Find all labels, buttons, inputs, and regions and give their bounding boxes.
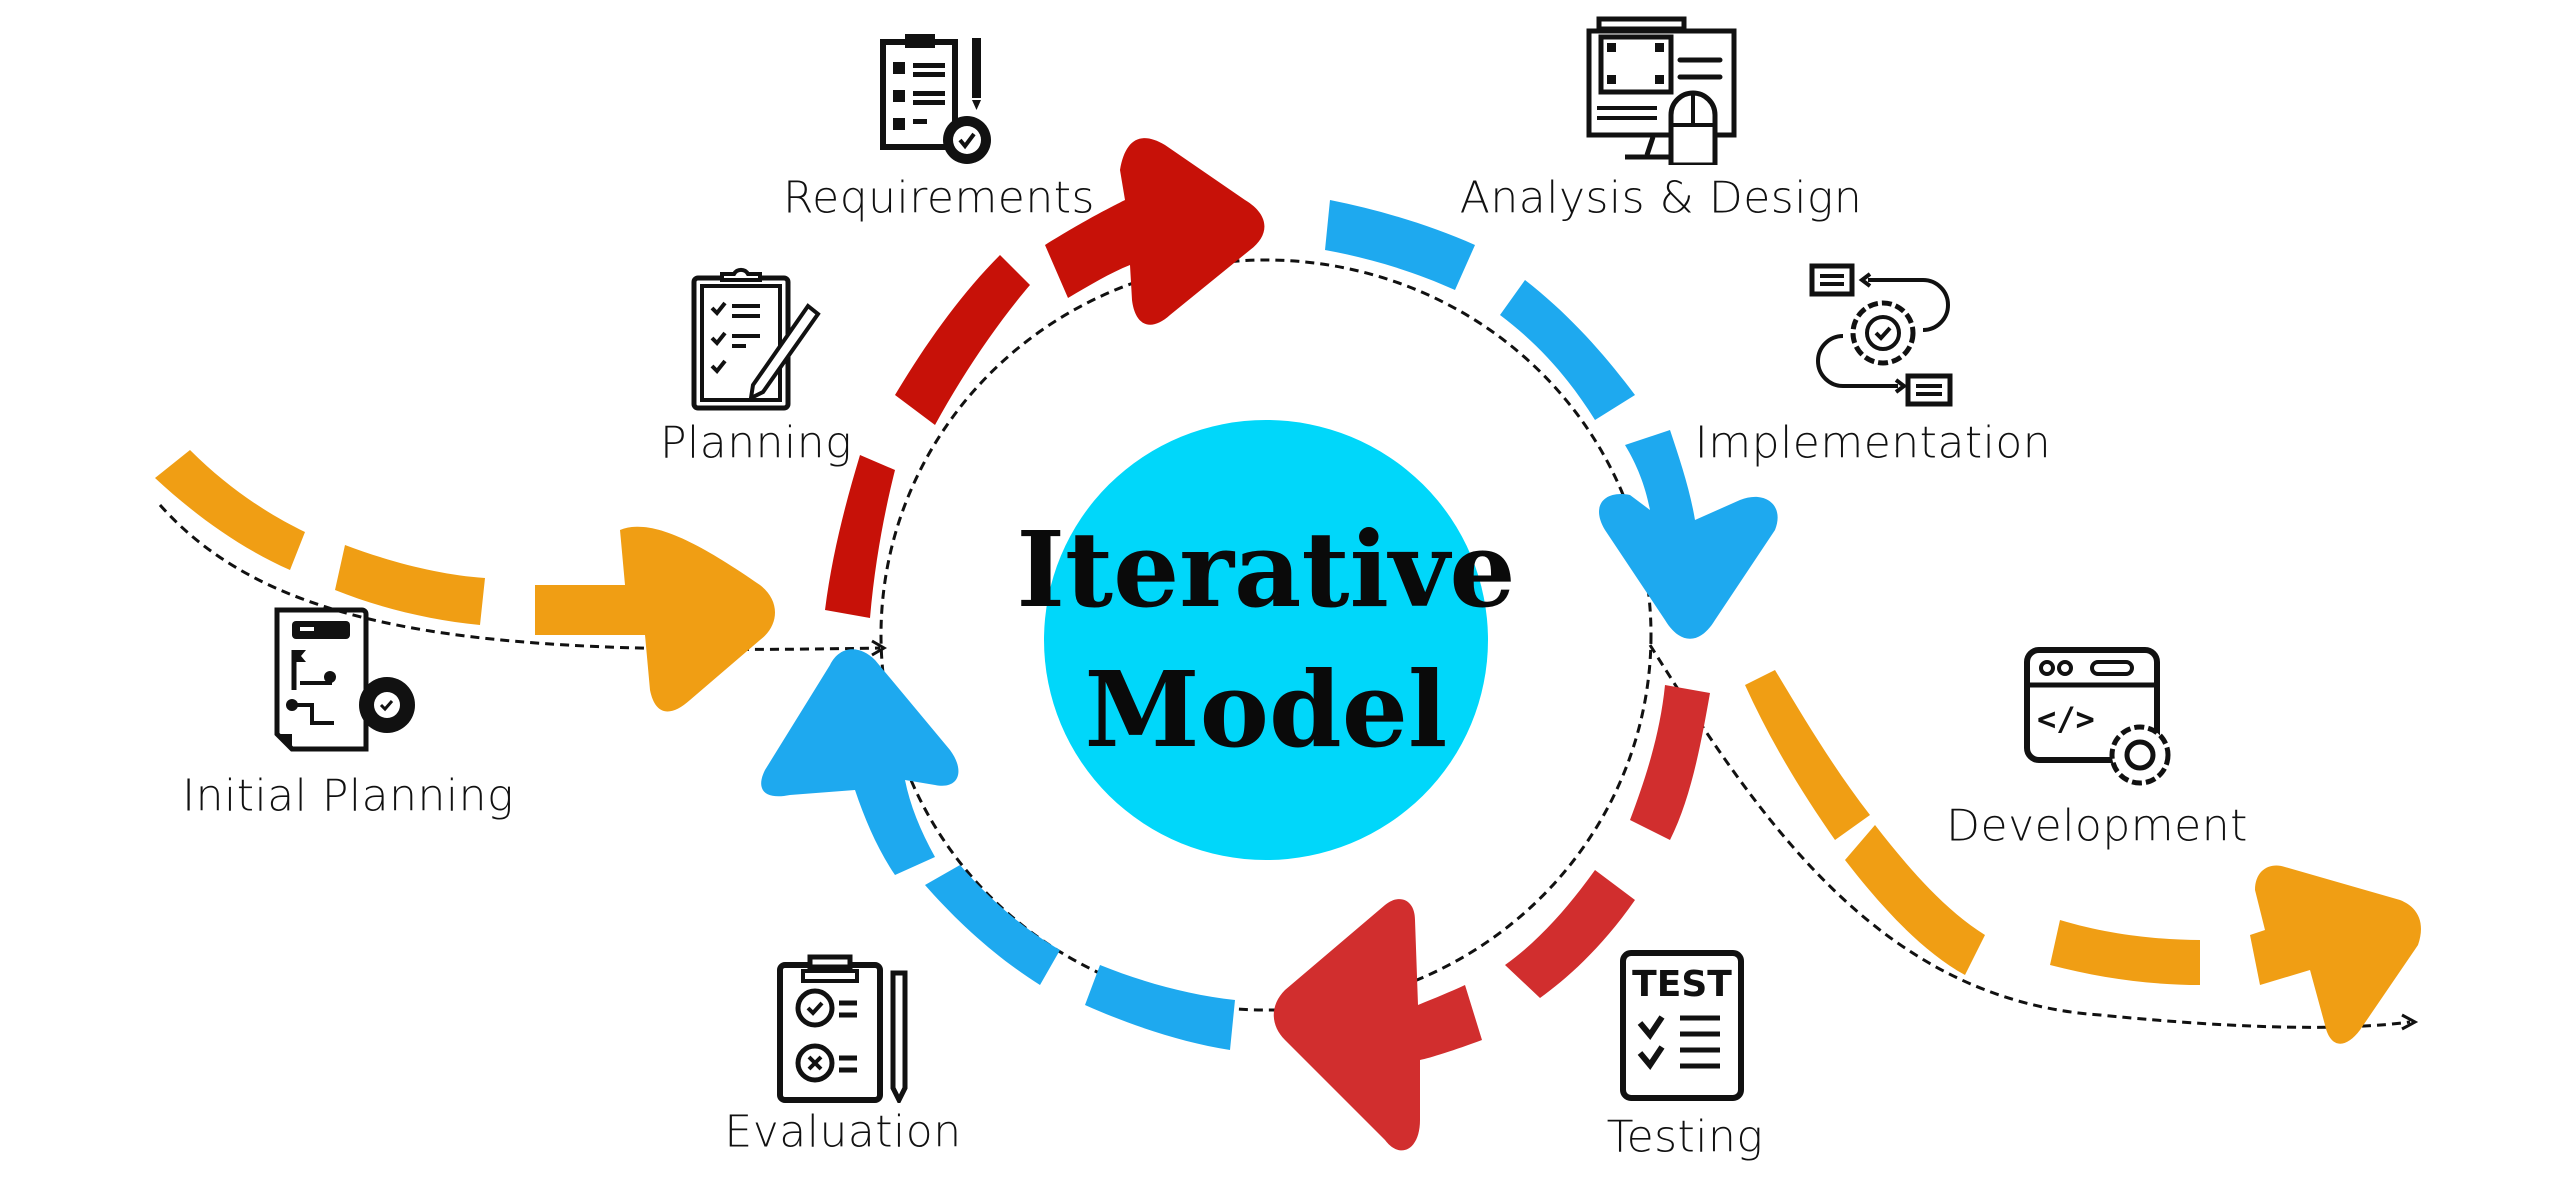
code-window-gear-icon: </> bbox=[2024, 647, 2171, 786]
stage-label-testing: Testing bbox=[1606, 1111, 1764, 1163]
orange-entry-arrow bbox=[155, 450, 775, 712]
test-text: TEST bbox=[1632, 964, 1732, 1005]
clipboard-pencil-icon bbox=[691, 267, 821, 411]
document-flowchart-gear-icon bbox=[274, 607, 415, 752]
stage-label-planning: Planning bbox=[659, 417, 853, 469]
title-line-2: Model bbox=[1084, 648, 1448, 771]
stage-label-requirements: Requirements bbox=[783, 172, 1095, 224]
exit-dotted-path bbox=[1648, 644, 2411, 1029]
test-checklist-icon: TEST bbox=[1620, 950, 1744, 1101]
code-symbol: </> bbox=[2037, 700, 2095, 738]
stage-label-implementation: Implementation bbox=[1694, 417, 2052, 469]
orange-exit-arrow bbox=[1745, 670, 2421, 1044]
title-line-1: Iterative bbox=[1016, 508, 1516, 631]
blue-arc-evaluation bbox=[761, 649, 1235, 1050]
blue-arc-analysis-implementation bbox=[1325, 200, 1778, 639]
center-circle bbox=[1044, 420, 1488, 860]
checklist-gear-icon bbox=[880, 34, 991, 164]
clipboard-evaluation-icon bbox=[777, 954, 908, 1103]
entry-dotted-arrowhead bbox=[871, 639, 887, 657]
monitor-mouse-design-icon bbox=[1586, 16, 1737, 165]
exit-dotted-arrowhead bbox=[2401, 1013, 2419, 1031]
red-arc-testing bbox=[1273, 685, 1710, 1151]
stage-label-development: Development bbox=[1946, 800, 2248, 852]
stage-label-initial-planning: Initial Planning bbox=[182, 770, 514, 822]
red-arc-requirements bbox=[825, 138, 1265, 618]
cycle-dotted-ring bbox=[879, 258, 1653, 1012]
gear-cycle-icon bbox=[1809, 263, 1953, 407]
stage-label-evaluation: Evaluation bbox=[724, 1106, 962, 1158]
diagram-title: Iterative Model bbox=[1016, 500, 1515, 780]
stage-label-analysis-design: Analysis & Design bbox=[1459, 172, 1863, 224]
